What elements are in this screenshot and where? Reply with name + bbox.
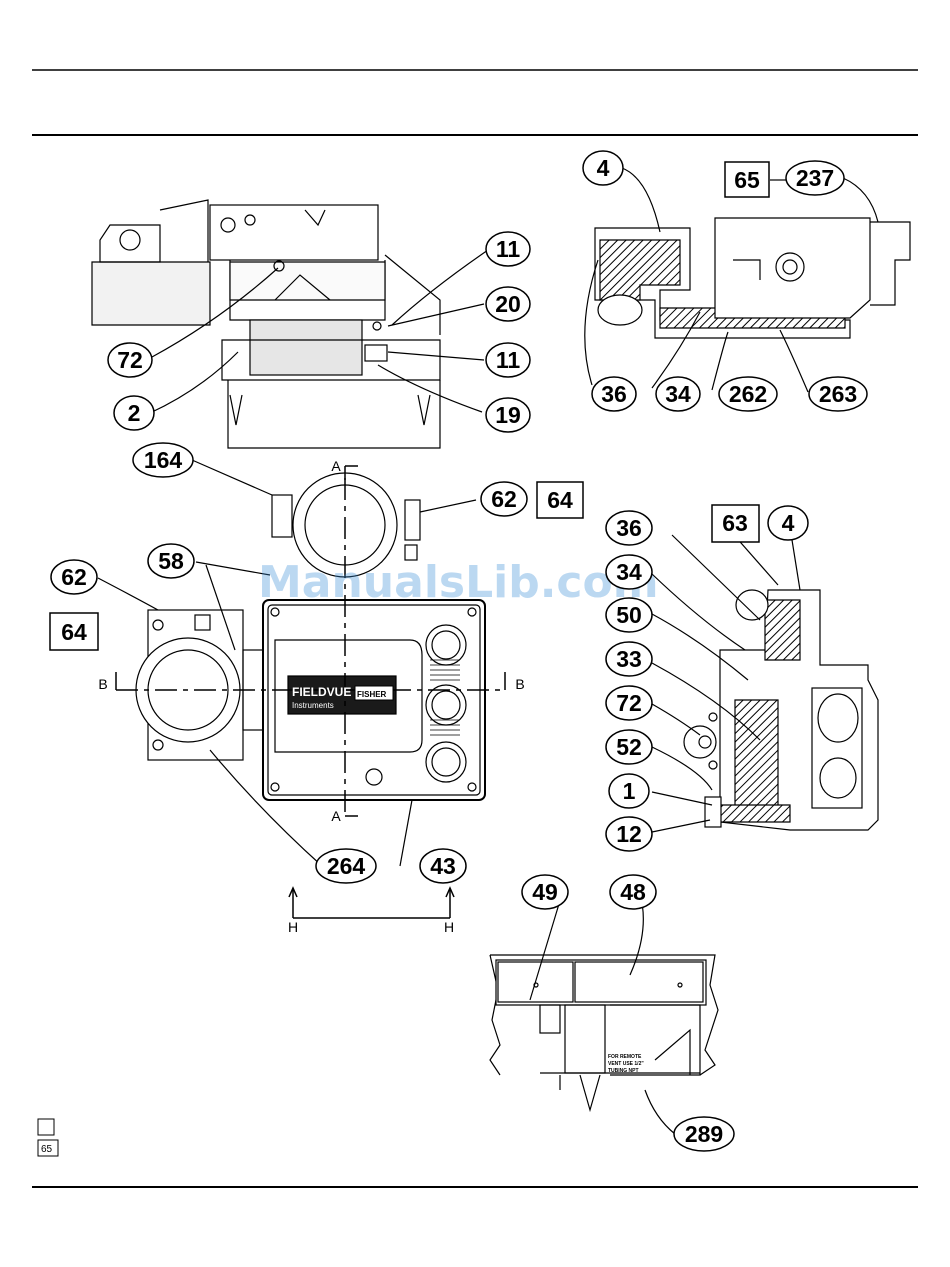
svg-text:164: 164 [144,447,183,473]
svg-text:263: 263 [819,381,857,407]
svg-text:49: 49 [532,879,558,905]
section-b-left: B [98,676,107,692]
svg-text:33: 33 [616,646,642,672]
watermark: ManualsLib.com [258,557,659,608]
nameplate-maker: FISHER [357,690,387,699]
svg-text:62: 62 [491,486,517,512]
callout-263: 263 [809,377,867,411]
svg-text:34: 34 [616,559,642,585]
svg-text:237: 237 [796,165,834,191]
section-h-left: H [288,919,298,935]
svg-text:12: 12 [616,821,642,847]
callout-62-b: 62 [51,560,97,594]
callout-52: 52 [606,730,652,764]
callout-1: 1 [609,774,649,808]
callout-43: 43 [420,849,466,883]
callout-4-a: 4 [583,151,623,185]
svg-text:43: 43 [430,853,456,879]
svg-text:264: 264 [327,853,366,879]
callout-48: 48 [610,875,656,909]
callout-64-b: 64 [50,613,98,650]
svg-text:62: 62 [61,564,87,590]
bottom-view-drawing [490,955,718,1110]
svg-text:11: 11 [496,236,521,262]
svg-text:20: 20 [495,291,521,317]
svg-text:64: 64 [547,487,573,513]
svg-text:262: 262 [729,381,767,407]
svg-text:48: 48 [620,879,646,905]
svg-text:50: 50 [616,602,642,628]
legend-label-65: 65 [41,1144,53,1155]
callout-11-b: 11 [486,343,530,377]
callout-20: 20 [486,287,530,321]
callout-36-a: 36 [592,377,636,411]
svg-text:4: 4 [782,510,795,536]
callout-58: 58 [148,544,194,578]
section-b-right: B [515,676,524,692]
nameplate-brand: FIELDVUE [292,685,351,699]
callout-36-b: 36 [606,511,652,545]
svg-text:65: 65 [734,167,760,193]
callout-289: 289 [674,1117,734,1151]
svg-text:1: 1 [623,778,636,804]
vent-text-line2: VENT USE 1/2" [608,1061,644,1067]
callout-237: 237 [786,161,844,195]
vent-text-line1: FOR REMOTE [608,1054,642,1060]
callout-4-b: 4 [768,506,808,540]
callout-12: 12 [606,817,652,851]
callout-34-b: 34 [606,555,652,589]
svg-text:63: 63 [722,510,748,536]
svg-text:64: 64 [61,619,87,645]
callout-34-a: 34 [656,377,700,411]
svg-text:36: 36 [601,381,627,407]
section-view-top-right [595,218,910,338]
callout-49: 49 [522,875,568,909]
legend-box-empty [38,1119,54,1135]
callout-11-a: 11 [486,232,530,266]
svg-text:4: 4 [597,155,610,181]
vent-text-line3: TUBING NPT [608,1068,639,1074]
callout-72-b: 72 [606,686,652,720]
svg-text:58: 58 [158,548,184,574]
svg-text:72: 72 [616,690,642,716]
callout-65-a: 65 [725,162,769,197]
callout-72-a: 72 [108,343,152,377]
callout-164: 164 [133,443,193,477]
svg-text:34: 34 [665,381,691,407]
callout-33: 33 [606,642,652,676]
svg-text:52: 52 [616,734,642,760]
callout-19: 19 [486,398,530,432]
nameplate-sub: Instruments [292,701,334,710]
svg-text:289: 289 [685,1121,723,1147]
side-section-view [684,590,878,830]
callout-63: 63 [712,505,759,542]
callout-262: 262 [719,377,777,411]
callout-2: 2 [114,396,154,430]
svg-text:36: 36 [616,515,642,541]
svg-text:11: 11 [496,347,521,373]
callout-64-a: 64 [537,482,583,518]
section-a-top: A [331,458,341,474]
section-a-bottom: A [331,808,341,824]
section-h-right: H [444,919,454,935]
callout-50: 50 [606,598,652,632]
svg-text:2: 2 [128,400,141,426]
callout-264: 264 [316,849,376,883]
svg-text:72: 72 [117,347,143,373]
front-view-drawing [136,473,485,800]
svg-text:19: 19 [495,402,521,428]
callout-62-a: 62 [481,482,527,516]
